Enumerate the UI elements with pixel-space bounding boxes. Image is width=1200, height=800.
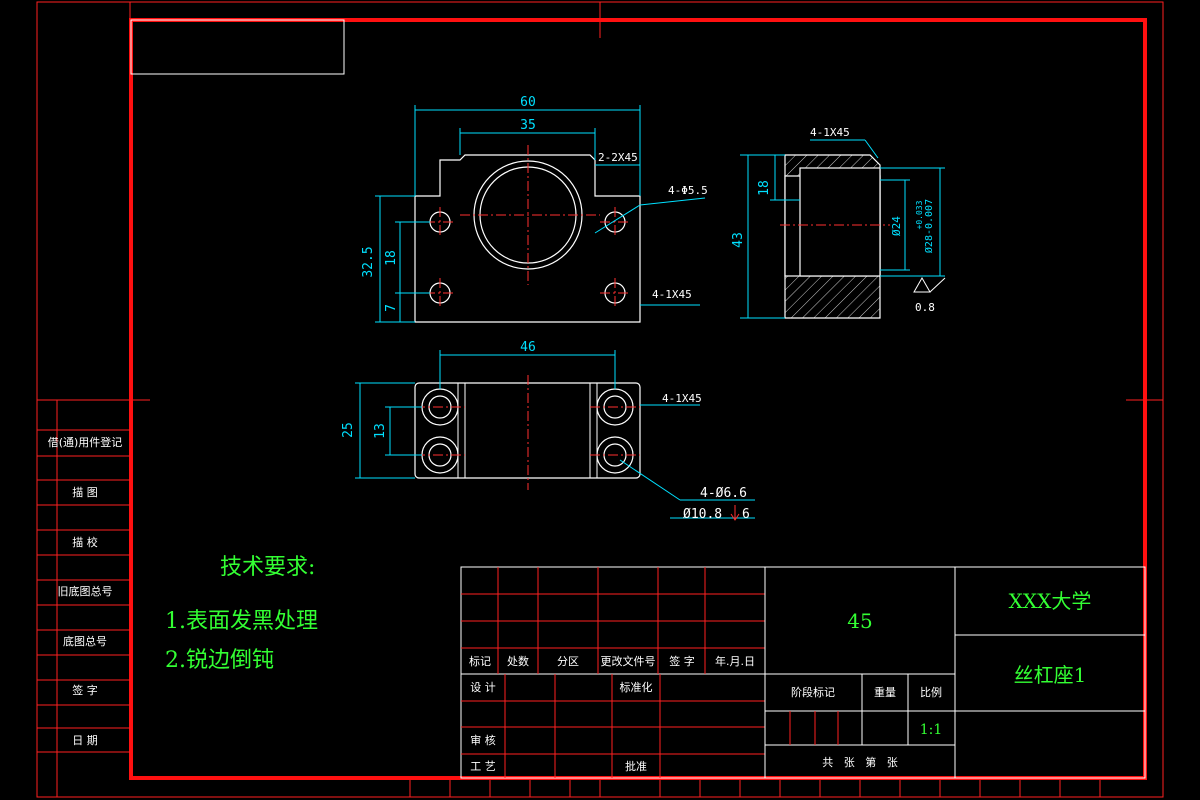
side-view [740, 139, 946, 319]
tb-header-6: 年.月.日 [715, 654, 755, 668]
tech-req-2: 2.锐边倒钝 [165, 648, 274, 673]
anno-depth: 6 [742, 507, 750, 522]
anno-side-chamfer: 4-1X45 [810, 126, 850, 139]
strip-label-4: 旧底图总号 [58, 584, 113, 598]
tb-review: 审 核 [470, 733, 496, 747]
anno-cbore: 4-Ø6.6 [700, 486, 747, 501]
tb-header-5: 签 字 [669, 654, 695, 668]
dim-bore-tol2: +0.033 [915, 200, 924, 229]
dim-7: 7 [384, 304, 399, 312]
tb-scale: 1:1 [920, 722, 943, 738]
dim-bore-tol: Ø28-0.007 [923, 199, 935, 253]
dim-25: 25 [341, 422, 356, 438]
dim-46: 46 [520, 340, 536, 355]
strip-label-2: 描 图 [72, 485, 98, 499]
code-box [130, 19, 345, 75]
tech-req-title: 技术要求: [220, 555, 315, 580]
dim-43: 43 [731, 232, 746, 248]
tb-header-4: 更改文件号 [601, 654, 656, 668]
strip-label-7: 日 期 [72, 734, 98, 747]
tb-part-name: 丝杠座1 [1014, 663, 1087, 687]
strip-label-3: 描 校 [72, 535, 98, 549]
outer-frame [36, 1, 1164, 798]
tb-scale-label: 比例 [920, 685, 942, 699]
strip-label-6: 签 字 [72, 683, 98, 697]
tech-req-1: 1.表面发黑处理 [165, 609, 318, 634]
dim-32-5: 32.5 [361, 246, 376, 277]
dim-bore: Ø24 [890, 216, 903, 236]
title-block [460, 566, 1146, 779]
tb-design: 设 计 [470, 681, 496, 694]
anno-cbore2: Ø10.8 [683, 507, 722, 522]
anno-chamfer-top: 2-2X45 [598, 151, 638, 164]
anno-hole-diam: 4-Φ5.5 [668, 184, 708, 197]
tb-approve: 批准 [625, 759, 647, 773]
front-view [375, 105, 706, 323]
dim-side-18: 18 [757, 180, 772, 196]
tb-header-2: 处数 [507, 655, 529, 668]
tb-standard: 标准化 [620, 680, 653, 694]
anno-chamfer-right: 4-1X45 [652, 288, 692, 301]
tb-material: 45 [847, 609, 872, 633]
dim-60: 60 [520, 95, 536, 110]
dim-18: 18 [384, 250, 399, 266]
anno-bottom-chamfer: 4-1X45 [662, 392, 702, 405]
strip-label-5: 底图总号 [63, 634, 107, 648]
anno-roughness: 0.8 [915, 301, 935, 314]
tb-weight: 重量 [874, 685, 896, 699]
tb-header-3: 分区 [557, 655, 579, 668]
tb-process: 工 艺 [470, 760, 496, 773]
dim-13: 13 [373, 423, 388, 439]
tb-stage: 阶段标记 [791, 685, 835, 699]
tb-header-1: 标记 [469, 654, 491, 668]
tb-school: XXX大学 [1009, 589, 1092, 613]
bottom-view [355, 350, 755, 521]
strip-label-1: 借(通)用件登记 [48, 435, 123, 449]
dim-35: 35 [520, 118, 536, 133]
tb-sheet: 共 张 第 张 [822, 755, 897, 769]
left-strip [37, 400, 130, 797]
